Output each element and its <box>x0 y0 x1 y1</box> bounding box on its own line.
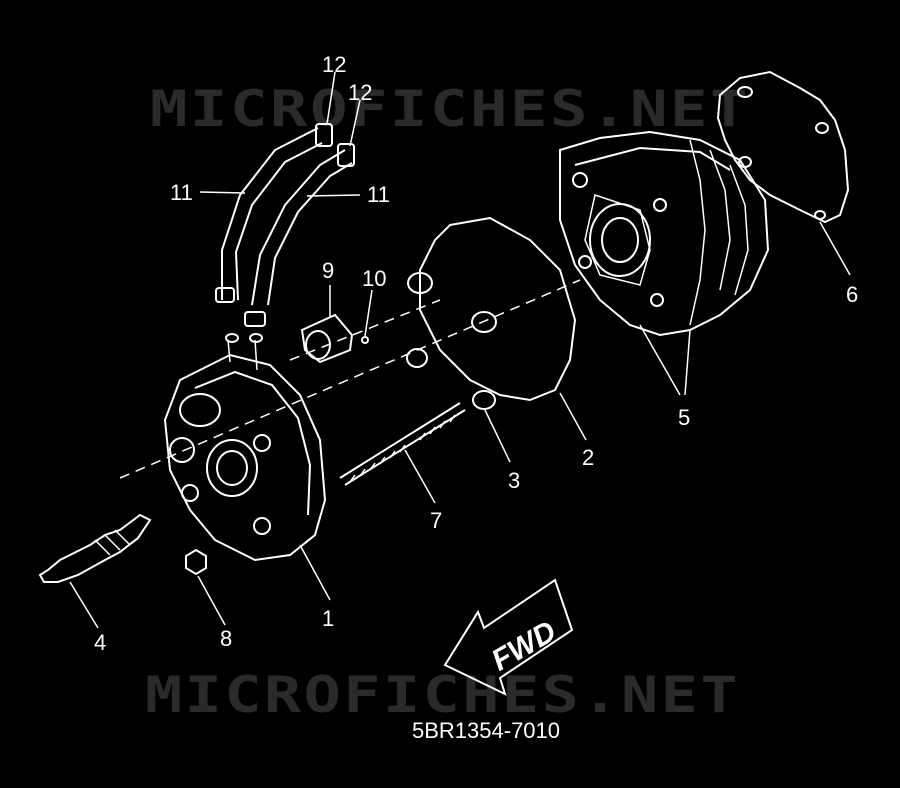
callout-11-left: 11 <box>170 180 193 205</box>
callout-12-left: 12 <box>322 52 346 77</box>
callout-2: 2 <box>582 445 594 470</box>
callout-11-right: 11 <box>367 182 390 207</box>
callout-5: 5 <box>678 405 690 430</box>
part-hose-clips <box>215 123 355 327</box>
part-hoses <box>221 127 353 306</box>
part-head-gasket <box>419 216 577 402</box>
leader-lines <box>69 71 851 629</box>
callout-9: 9 <box>322 258 334 283</box>
assembly-axis-line <box>119 279 581 479</box>
part-cylinder <box>559 130 770 337</box>
part-sensor-plug <box>300 313 354 364</box>
callout-4: 4 <box>94 630 106 655</box>
watermark-top: MICROFICHES.NET <box>150 80 750 138</box>
part-spark-plug <box>38 513 152 583</box>
callout-8: 8 <box>220 626 232 651</box>
callout-3: 3 <box>508 468 520 493</box>
callout-6: 6 <box>846 282 858 307</box>
callout-1: 1 <box>322 606 334 631</box>
part-o-rings <box>406 272 496 410</box>
watermark-bottom: MICROFICHES.NET <box>145 666 740 724</box>
diagram-reference-code: 5BR1354-7010 <box>412 718 560 743</box>
part-cylinder-head <box>163 333 327 562</box>
part-nut <box>185 548 207 576</box>
callout-10: 10 <box>362 266 386 291</box>
assembly-axis-line-upper <box>289 299 441 361</box>
part-stud-bolt <box>339 402 466 486</box>
callout-12-right: 12 <box>348 80 372 105</box>
part-washer <box>361 336 369 344</box>
callout-7: 7 <box>430 508 442 533</box>
